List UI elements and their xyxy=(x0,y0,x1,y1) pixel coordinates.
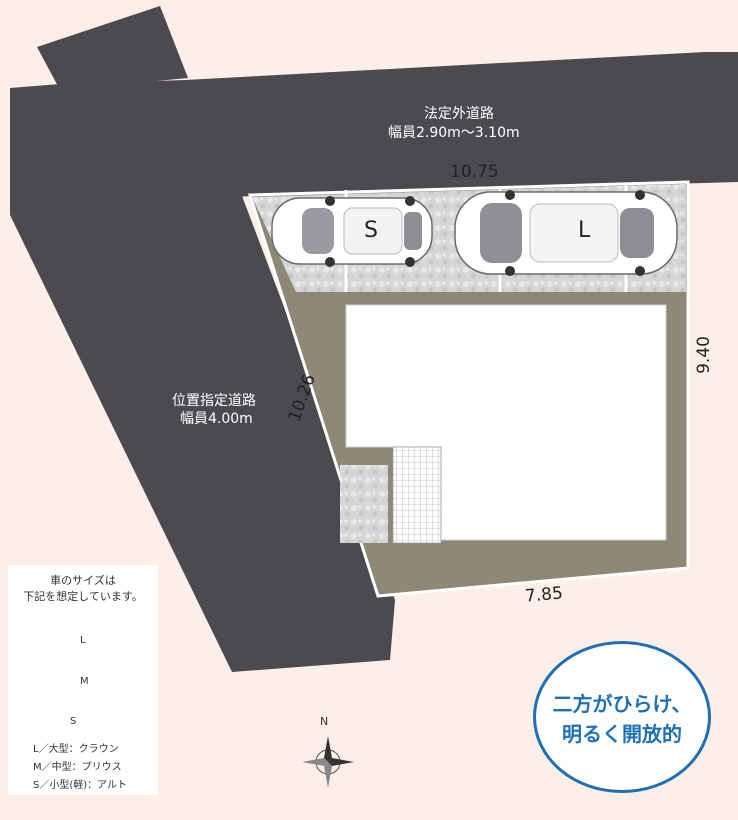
parking-large-label: L xyxy=(578,218,591,243)
left-road-top xyxy=(37,6,188,90)
badge-line1: 二方がひらけ、 xyxy=(552,692,692,716)
car-large xyxy=(454,190,678,276)
car-size-legend: 車のサイズは 下記を想定しています。 L M S L／大型：クラウン M／中型：… xyxy=(8,565,158,795)
dimension-top: 10.75 xyxy=(450,162,499,182)
car-small xyxy=(271,196,433,267)
dimension-right: 9.40 xyxy=(693,336,714,374)
legend-title-line2: 下記を想定しています。 xyxy=(23,590,143,603)
compass-rose xyxy=(302,736,354,788)
legend-entry-s: S／小型(軽)：アルト xyxy=(33,780,128,791)
top-road-width: 幅員2.90m〜3.10m xyxy=(388,125,520,141)
legend-entry-m: M／中型：プリウス xyxy=(33,762,122,773)
parking-small-label: S xyxy=(364,218,378,243)
compass-north-label: N xyxy=(320,715,329,728)
legend-entry-l: L／大型：クラウン xyxy=(33,744,119,755)
legend-icon-m: M xyxy=(80,676,89,687)
left-road xyxy=(10,85,395,672)
left-road-width: 幅員4.00m xyxy=(180,411,253,427)
dimension-bottom: 7.85 xyxy=(524,583,564,607)
legend-title-line1: 車のサイズは xyxy=(50,574,116,587)
top-road-name: 法定外道路 xyxy=(424,106,494,122)
legend-icon-l: L xyxy=(80,635,86,646)
house-grid-area xyxy=(392,446,442,544)
badge-line2: 明るく開放的 xyxy=(562,722,682,746)
side-gravel xyxy=(340,465,388,543)
left-road-name: 位置指定道路 xyxy=(172,393,256,409)
legend-icon-s: S xyxy=(70,716,77,727)
feature-badge: 二方がひらけ、 明るく開放的 xyxy=(533,641,711,793)
